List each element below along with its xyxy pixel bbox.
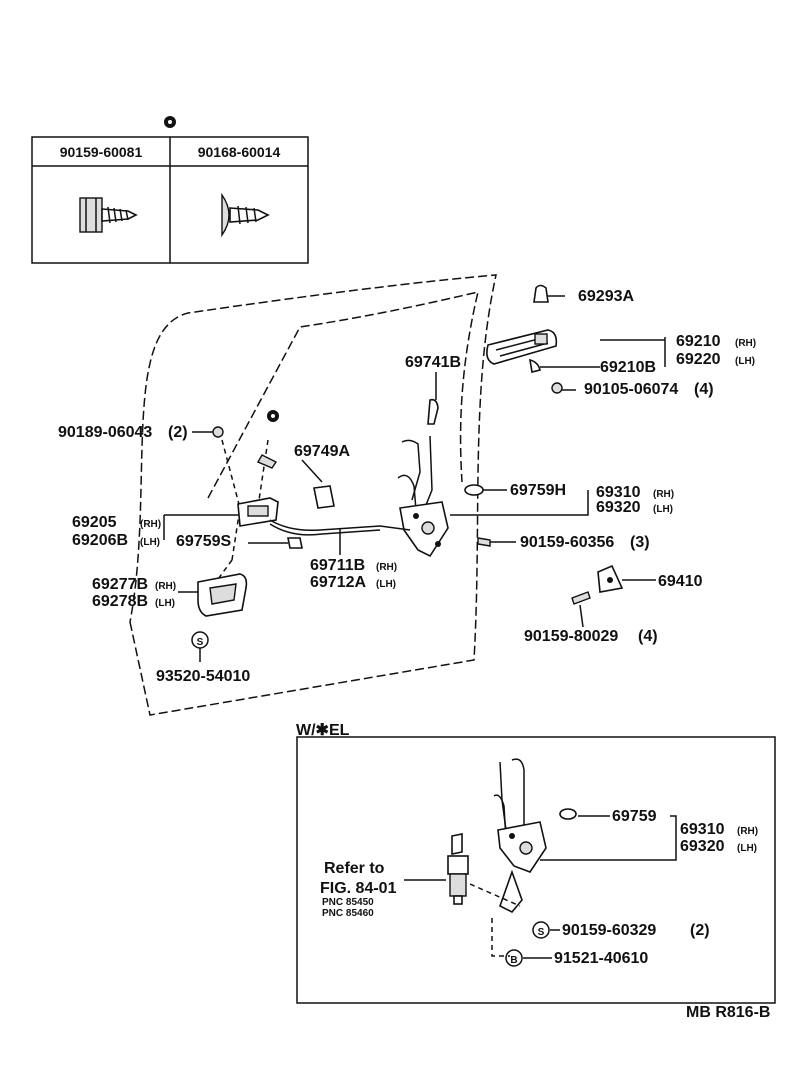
door-lock-motor-icon <box>447 833 469 905</box>
pnc-85450-label: PNC 85450 <box>322 897 374 908</box>
label-69206B: 69206B <box>72 532 128 549</box>
label-69711B-rh: (RH) <box>376 562 397 573</box>
label-69206B-lh: (LH) <box>140 537 160 548</box>
inset-clip-69759-icon <box>559 808 577 820</box>
screw-marker-icon <box>257 410 279 469</box>
label-90159-60356: 90159-60356 <box>520 534 614 551</box>
label-69205: 69205 <box>72 514 117 531</box>
inset-label-69320: 69320 <box>680 838 725 855</box>
label-90105-06074: 90105-06074 <box>584 381 678 398</box>
label-69749A: 69749A <box>294 443 350 460</box>
inset-label-69759: 69759 <box>612 808 657 825</box>
inset-s-marker <box>532 921 550 939</box>
label-69277B: 69277B <box>92 576 148 593</box>
figure-code: MB R816-B <box>686 1004 770 1021</box>
label-93520-54010: 93520-54010 <box>156 668 250 685</box>
label-69310: 69310 <box>596 484 641 501</box>
door-lock-assembly-icon <box>397 435 449 558</box>
inset-label-91521-40610: 91521-40610 <box>554 950 648 967</box>
inset-label-90159-60329: 90159-60329 <box>562 922 656 939</box>
label-69712A-lh: (LH) <box>376 579 396 590</box>
door-frame-outline <box>129 274 497 716</box>
label-69278B: 69278B <box>92 593 148 610</box>
inset-label-69310: 69310 <box>680 821 725 838</box>
rod-69741B-icon <box>427 398 439 425</box>
link-rod-icon <box>269 519 411 536</box>
fig-reference-label: FIG. 84-01 <box>320 880 397 897</box>
refer-to-label: Refer to <box>324 860 385 877</box>
table-col2-part-number: 90168-60014 <box>198 144 281 160</box>
svg-text:S: S <box>197 637 204 648</box>
striker-69410-icon <box>597 564 624 593</box>
inset-label-90159-60329-qty: (2) <box>690 922 710 939</box>
label-69310-rh: (RH) <box>653 489 674 500</box>
label-69277B-rh: (RH) <box>155 581 176 592</box>
label-69712A: 69712A <box>310 574 366 591</box>
clip-69759S-icon <box>287 537 303 549</box>
outside-handle-icon <box>486 329 558 365</box>
s-circle-marker: S <box>191 631 209 649</box>
inset-label-69320-lh: (LH) <box>737 843 757 854</box>
label-69759H: 69759H <box>510 482 566 499</box>
label-69711B: 69711B <box>310 557 365 574</box>
label-90189-qty: (2) <box>168 424 188 441</box>
label-69210: 69210 <box>676 333 721 350</box>
inset-label-69310-rh: (RH) <box>737 826 758 837</box>
inside-handle-bezel-icon <box>197 573 248 617</box>
main-labels: 69293A 69210 (RH) 69220 (LH) 69210B 9010… <box>58 288 756 685</box>
svg-text:S: S <box>538 927 545 938</box>
pnc-85460-label: PNC 85460 <box>322 908 374 919</box>
clip-69749A-icon <box>313 485 335 509</box>
table-col1-part-number: 90159-60081 <box>60 144 143 160</box>
inset-lock-assembly-icon <box>493 758 547 913</box>
label-90189-06043: 90189-06043 <box>58 424 152 441</box>
label-90105-qty: (4) <box>694 381 714 398</box>
label-69320-lh: (LH) <box>653 504 673 515</box>
inset-title: W/✱EL <box>296 722 350 739</box>
label-69741B: 69741B <box>405 354 461 371</box>
label-69210-rh: (RH) <box>735 338 756 349</box>
leader-lines <box>163 295 666 662</box>
nut-90189-icon <box>212 426 224 438</box>
inside-handle-bracket-icon <box>237 497 279 527</box>
fastener-table: 90159-60081 90168-60014 <box>31 116 309 264</box>
label-69320: 69320 <box>596 499 641 516</box>
inset-b-marker <box>505 949 523 967</box>
screw-90168-60014-icon <box>221 192 270 238</box>
part-69210B-spacer-icon <box>529 358 541 373</box>
label-69210B: 69210B <box>600 359 656 376</box>
label-69410: 69410 <box>658 573 703 590</box>
screw-90159-80029-icon <box>571 591 591 605</box>
screw-90159-60356-icon <box>477 537 491 547</box>
nut-90105-icon <box>551 382 563 394</box>
label-90159-80029-qty: (4) <box>638 628 658 645</box>
label-69205-rh: (RH) <box>140 519 161 530</box>
label-90159-80029: 90159-80029 <box>524 628 618 645</box>
label-69759S: 69759S <box>176 533 231 550</box>
screw-90159-60081-icon <box>79 197 138 233</box>
clip-69759H-icon <box>464 484 484 496</box>
label-69220: 69220 <box>676 351 721 368</box>
svg-text:B: B <box>510 955 517 966</box>
label-90159-60356-qty: (3) <box>630 534 650 551</box>
label-69220-lh: (LH) <box>735 356 755 367</box>
part-69293A-clip-icon <box>533 284 549 303</box>
label-69278B-lh: (LH) <box>155 598 175 609</box>
electric-lock-inset: W/✱EL 69759 69310 (RH) 69320 (LH) Refer … <box>296 722 776 1004</box>
label-69293A: 69293A <box>578 288 634 305</box>
